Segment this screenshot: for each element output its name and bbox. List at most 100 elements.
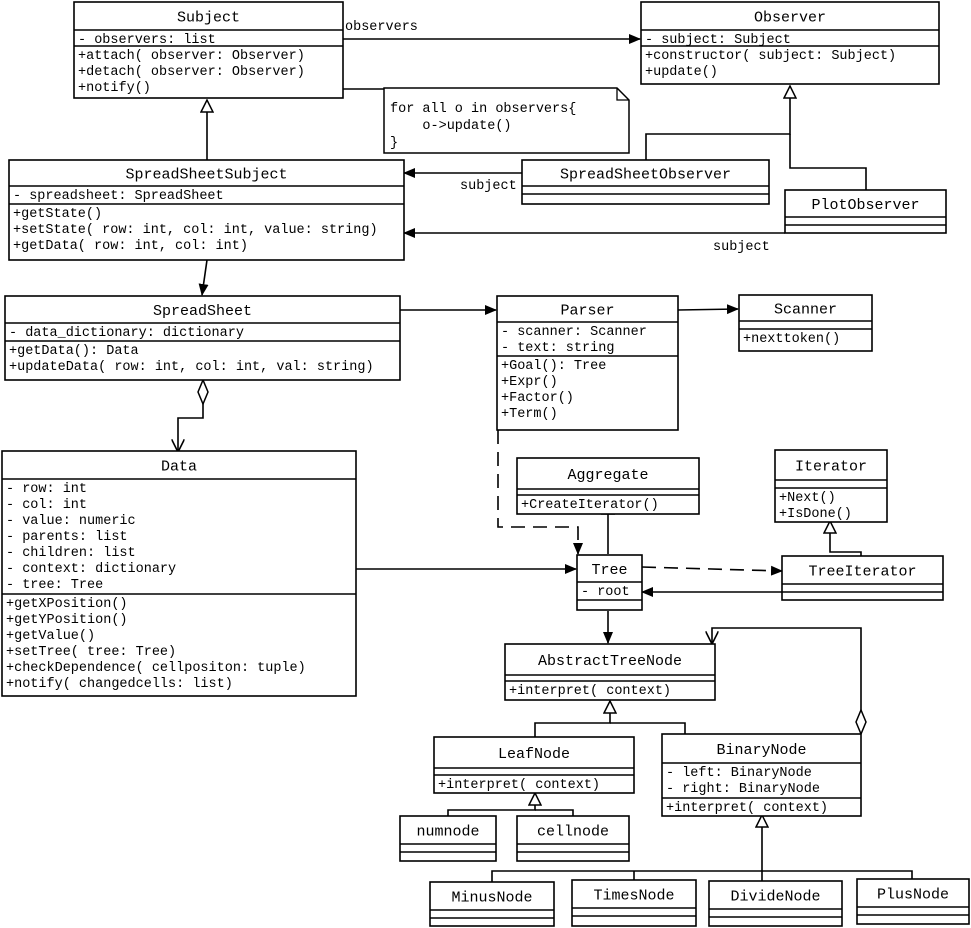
edge-plusnode-to-binarynode [762, 870, 913, 879]
class-box-iterator [774, 449, 888, 523]
class-scanner: Scanner +nexttoken() [738, 294, 873, 352]
class-name-tree: Tree [591, 562, 627, 579]
class-operation: +getState() [13, 207, 102, 222]
class-name-leaf-node: LeafNode [498, 746, 570, 763]
class-operation: +getYPosition() [6, 613, 128, 628]
class-operation: +getXPosition() [6, 597, 128, 612]
class-operation: +getData(): Data [9, 344, 139, 359]
class-spread-sheet-observer: SpreadSheetObserver [521, 159, 770, 205]
class-name-tree-iterator: TreeIterator [808, 564, 916, 581]
class-box-subject [73, 1, 344, 99]
class-attribute: - tree: Tree [6, 578, 103, 593]
class-box-spread-sheet-subject [8, 159, 405, 261]
note-line-3: } [390, 136, 398, 151]
class-operation: +Factor() [501, 391, 574, 406]
class-iterator: Iterator+Next()+IsDone() [774, 449, 888, 523]
class-box-aggregate [516, 457, 700, 515]
class-tree-iterator: TreeIterator [781, 555, 944, 601]
edge-parser-to-scanner [677, 304, 739, 315]
class-name-parser: Parser [560, 303, 614, 320]
class-name-minus-node: MinusNode [451, 890, 532, 907]
class-box-observer [640, 1, 940, 85]
class-box-numnode [399, 815, 497, 862]
class-attribute: - left: BinaryNode [666, 766, 812, 781]
class-name-plus-node: PlusNode [877, 887, 949, 904]
class-operation: +notify() [78, 81, 151, 96]
class-name-divide-node: DivideNode [730, 889, 820, 906]
class-operation: +setState( row: int, col: int, value: st… [13, 223, 378, 238]
edge-binarynode-to-abstracttreenode-agg [712, 627, 861, 734]
class-attribute: - context: dictionary [6, 562, 176, 577]
class-name-spread-sheet-observer: SpreadSheetObserver [560, 167, 731, 184]
label-observers: observers [345, 20, 418, 35]
note-line-2: o->update() [390, 119, 512, 134]
class-name-data: Data [161, 459, 197, 476]
class-operation: +Next() [779, 491, 836, 506]
class-spread-sheet: SpreadSheet- data_dictionary: dictionary… [4, 295, 401, 381]
class-operation: +updateData( row: int, col: int, val: st… [9, 360, 374, 375]
class-attribute: - spreadsheet: SpreadSheet [13, 189, 224, 204]
class-operation: +nexttoken() [743, 332, 840, 347]
class-box-data [1, 450, 357, 697]
class-attribute: - right: BinaryNode [666, 782, 820, 797]
class-observer: Observer- subject: Subject+constructor( … [640, 1, 940, 85]
class-operation: +setTree( tree: Tree) [6, 645, 176, 660]
class-subject: Subject - observers: list+attach( observe… [73, 1, 344, 99]
class-operation: +interpret( context) [509, 684, 671, 699]
class-minus-node: MinusNode [429, 881, 555, 927]
class-numnode: numnode [399, 815, 497, 862]
edge-treeiterator-to-iterator [830, 521, 862, 556]
class-box-spread-sheet-observer [521, 159, 770, 205]
class-operation: +detach( observer: Observer) [78, 65, 305, 80]
class-spread-sheet-subject: SpreadSheetSubject- spreadsheet: SpreadS… [8, 159, 405, 261]
class-box-binary-node [661, 733, 862, 817]
class-operation: +constructor( subject: Subject) [645, 49, 896, 64]
class-binary-node: BinaryNode - left: BinaryNode- right: Bin… [661, 733, 862, 817]
label-subject-spreadsheetobserver: subject [460, 179, 517, 194]
class-attribute: - col: int [6, 498, 87, 513]
class-attribute: - scanner: Scanner [501, 325, 647, 340]
class-box-leaf-node [433, 736, 635, 794]
class-box-divide-node [708, 880, 843, 927]
edge-minusnode-to-binarynode [491, 815, 762, 882]
class-operation: +attach( observer: Observer) [78, 49, 305, 64]
class-name-times-node: TimesNode [593, 888, 674, 905]
class-box-spread-sheet [4, 295, 401, 381]
class-name-plot-observer: PlotObserver [811, 197, 919, 214]
class-box-cellnode [516, 815, 630, 862]
class-operation: +interpret( context) [438, 778, 600, 793]
class-name-cellnode: cellnode [537, 824, 609, 841]
class-leaf-node: LeafNode +interpret( context) [433, 736, 635, 794]
class-times-node: TimesNode [571, 879, 697, 927]
edge-spreadsheet-to-data [178, 380, 203, 451]
class-operation: +notify( changedcells: list) [6, 677, 233, 692]
class-plot-observer: PlotObserver [784, 189, 947, 234]
class-attribute: - observers: list [78, 33, 216, 48]
class-name-binary-node: BinaryNode [716, 742, 806, 759]
class-operation: +update() [645, 65, 718, 80]
edge-spreadsheetobserver-to-observer [645, 86, 790, 160]
note-shape [383, 87, 630, 154]
class-attribute: - row: int [6, 482, 87, 497]
class-name-numnode: numnode [416, 824, 479, 841]
class-attribute: - root [581, 585, 630, 600]
edge-spreadsheetsubject-to-spreadsheet [198, 259, 209, 296]
class-name-subject: Subject [177, 10, 240, 27]
class-operation: +Goal(): Tree [501, 359, 606, 374]
edge-binarynode-to-abstracttreenode [610, 722, 686, 734]
class-operation: +getData( row: int, col: int) [13, 239, 248, 254]
class-divide-node: DivideNode [708, 880, 843, 927]
class-attribute: - children: list [6, 546, 136, 561]
class-box-parser [496, 295, 679, 431]
class-name-iterator: Iterator [795, 459, 867, 476]
class-name-scanner: Scanner [774, 302, 837, 319]
edge-labels: observers subject subject [345, 20, 770, 255]
class-operation: +checkDependence( cellpositon: tuple) [6, 661, 306, 676]
class-box-plus-node [856, 878, 970, 925]
class-aggregate: Aggregate+CreateIterator() [516, 457, 700, 515]
class-box-abstract-tree-node [504, 643, 716, 701]
edge-parser-to-tree [497, 430, 583, 555]
class-name-observer: Observer [754, 10, 826, 27]
